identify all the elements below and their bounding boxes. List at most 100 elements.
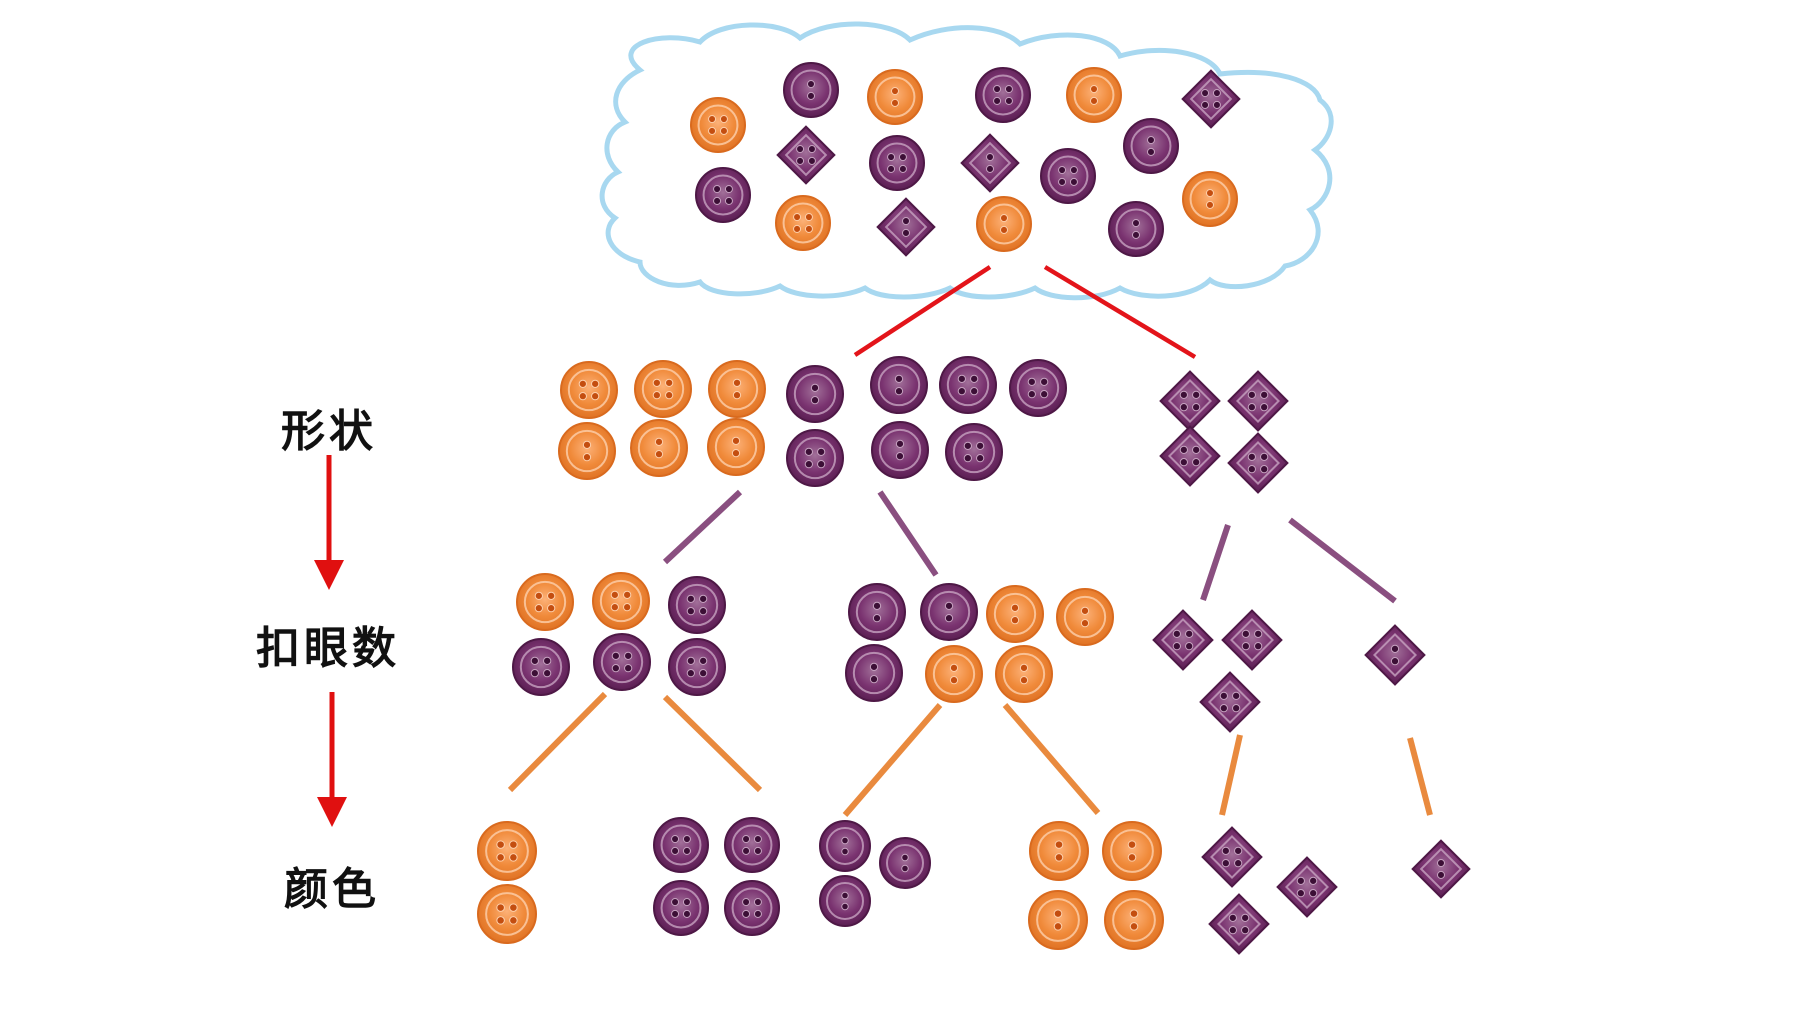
button-purple-diamond-2holes bbox=[1411, 839, 1471, 899]
button-orange-round-2holes bbox=[976, 196, 1032, 252]
button-orange-round-2holes bbox=[1029, 821, 1089, 881]
button-purple-round-2holes bbox=[845, 644, 903, 702]
button-orange-round-2holes bbox=[1182, 171, 1238, 227]
button-purple-diamond-4holes bbox=[1227, 370, 1289, 432]
button-orange-round-2holes bbox=[867, 69, 923, 125]
button-purple-diamond-2holes bbox=[876, 197, 936, 257]
button-purple-diamond-4holes bbox=[1159, 425, 1221, 487]
label-shape: 形状 bbox=[281, 406, 377, 457]
connector-cloud-to-diamond bbox=[1043, 265, 1197, 359]
group-cloud bbox=[690, 62, 1241, 257]
button-orange-round-4holes bbox=[560, 361, 618, 419]
connector-round-to-2holes bbox=[877, 490, 939, 577]
button-purple-diamond-4holes bbox=[1201, 826, 1263, 888]
button-orange-round-2holes bbox=[708, 360, 766, 418]
group-color-r4-purple bbox=[653, 817, 780, 936]
button-purple-round-4holes bbox=[653, 817, 709, 873]
group-color-r2-orange bbox=[1028, 821, 1164, 950]
group-holes-diamond-2 bbox=[1364, 624, 1426, 686]
button-purple-round-4holes bbox=[1009, 359, 1067, 417]
button-purple-diamond-4holes bbox=[1152, 609, 1214, 671]
button-purple-diamond-4holes bbox=[1181, 69, 1241, 129]
button-purple-round-4holes bbox=[512, 638, 570, 696]
button-purple-round-4holes bbox=[945, 423, 1003, 481]
button-purple-diamond-4holes bbox=[1208, 893, 1270, 955]
button-purple-diamond-2holes bbox=[1364, 624, 1426, 686]
group-shape-round bbox=[558, 356, 1067, 487]
connector-lines bbox=[507, 265, 1433, 817]
connector-diamond-to-4holes bbox=[1200, 524, 1231, 601]
button-purple-round-2holes bbox=[871, 421, 929, 479]
group-color-d4-purple bbox=[1201, 826, 1338, 955]
button-purple-round-2holes bbox=[819, 820, 871, 872]
button-purple-diamond-4holes bbox=[1227, 432, 1289, 494]
label-color: 颜色 bbox=[284, 864, 380, 915]
button-purple-round-2holes bbox=[786, 365, 844, 423]
button-orange-round-4holes bbox=[516, 573, 574, 631]
connector-diamond-to-2holes bbox=[1288, 517, 1397, 604]
button-purple-round-4holes bbox=[869, 135, 925, 191]
button-purple-round-2holes bbox=[920, 583, 978, 641]
button-orange-round-2holes bbox=[1102, 821, 1162, 881]
button-orange-round-2holes bbox=[1028, 890, 1088, 950]
group-holes-round-4 bbox=[512, 572, 726, 696]
button-orange-round-2holes bbox=[558, 422, 616, 480]
connector-r4-to-purple bbox=[662, 694, 763, 793]
button-purple-diamond-4holes bbox=[1159, 370, 1221, 432]
button-purple-round-4holes bbox=[975, 67, 1031, 123]
button-purple-round-4holes bbox=[786, 429, 844, 487]
button-orange-round-2holes bbox=[995, 645, 1053, 703]
button-orange-round-2holes bbox=[986, 585, 1044, 643]
button-purple-round-4holes bbox=[593, 633, 651, 691]
button-purple-round-4holes bbox=[668, 576, 726, 634]
button-purple-round-2holes bbox=[819, 875, 871, 927]
connector-r2-to-purple bbox=[842, 703, 943, 817]
button-orange-round-2holes bbox=[925, 645, 983, 703]
button-purple-round-4holes bbox=[668, 638, 726, 696]
group-holes-round-2 bbox=[845, 583, 1114, 703]
button-purple-round-2holes bbox=[1123, 118, 1179, 174]
group-shape-diamond bbox=[1159, 370, 1289, 494]
buttons-layer bbox=[477, 62, 1471, 955]
button-purple-round-4holes bbox=[653, 880, 709, 936]
connector-r2-to-orange bbox=[1002, 703, 1101, 815]
connector-cloud-to-round bbox=[853, 265, 992, 357]
button-purple-round-2holes bbox=[848, 583, 906, 641]
button-purple-round-4holes bbox=[695, 167, 751, 223]
button-purple-round-4holes bbox=[939, 356, 997, 414]
button-orange-round-2holes bbox=[1066, 67, 1122, 123]
button-purple-diamond-2holes bbox=[960, 133, 1020, 193]
group-color-r4-orange bbox=[477, 821, 537, 944]
button-purple-diamond-4holes bbox=[1199, 671, 1261, 733]
button-orange-round-2holes bbox=[630, 419, 688, 477]
label-holes: 扣眼数 bbox=[256, 623, 400, 674]
button-purple-round-4holes bbox=[724, 880, 780, 936]
button-purple-round-4holes bbox=[1040, 148, 1096, 204]
button-purple-round-4holes bbox=[724, 817, 780, 873]
button-purple-round-2holes bbox=[870, 356, 928, 414]
group-color-d2-purple bbox=[1411, 839, 1471, 899]
connector-d2-to-purple bbox=[1407, 737, 1433, 816]
button-orange-round-2holes bbox=[1104, 890, 1164, 950]
button-purple-diamond-4holes bbox=[1221, 609, 1283, 671]
button-purple-round-2holes bbox=[879, 837, 931, 889]
button-orange-round-4holes bbox=[634, 360, 692, 418]
button-orange-round-4holes bbox=[477, 884, 537, 944]
button-purple-round-2holes bbox=[783, 62, 839, 118]
connector-d4-to-purple bbox=[1219, 734, 1243, 816]
button-orange-round-4holes bbox=[690, 97, 746, 153]
connector-round-to-4holes bbox=[662, 489, 743, 565]
button-orange-round-2holes bbox=[707, 418, 765, 476]
button-purple-diamond-4holes bbox=[1276, 856, 1338, 918]
group-holes-diamond-4 bbox=[1152, 609, 1283, 733]
button-orange-round-4holes bbox=[477, 821, 537, 881]
group-color-r2-purple bbox=[819, 820, 931, 927]
button-purple-round-2holes bbox=[1108, 201, 1164, 257]
button-orange-round-4holes bbox=[775, 195, 831, 251]
connector-r4-to-orange bbox=[507, 691, 608, 793]
button-purple-diamond-4holes bbox=[776, 125, 836, 185]
button-orange-round-2holes bbox=[1056, 588, 1114, 646]
button-orange-round-4holes bbox=[592, 572, 650, 630]
